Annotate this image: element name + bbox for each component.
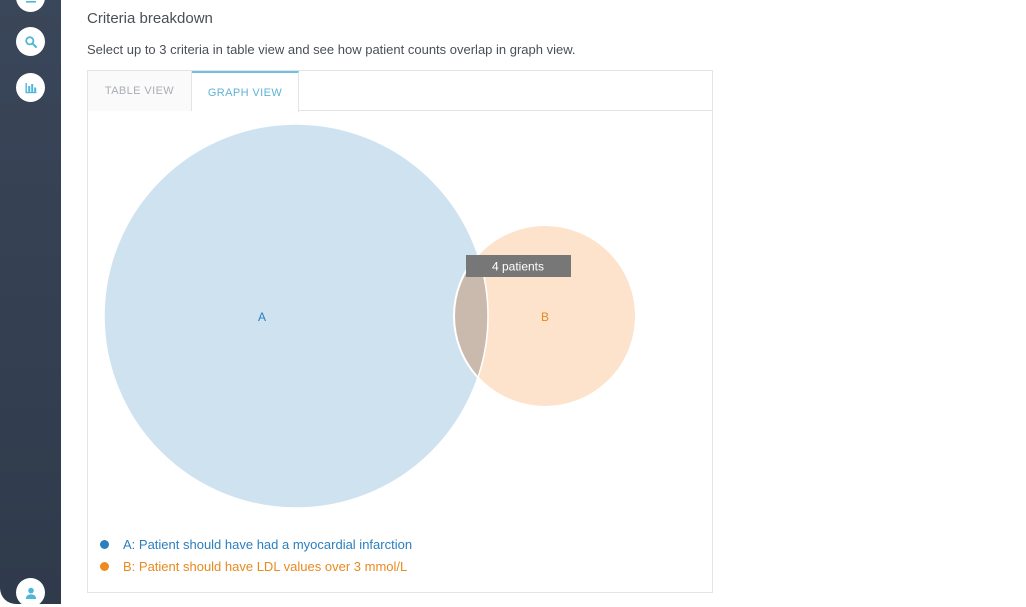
- bar-chart-icon: [25, 82, 36, 93]
- user-profile-button[interactable]: [16, 578, 45, 607]
- legend-dot-a: [100, 540, 109, 549]
- venn-set-a[interactable]: [103, 123, 489, 509]
- legend-dot-b: [100, 562, 109, 571]
- tab-table-view[interactable]: TABLE VIEW: [88, 71, 192, 111]
- legend-item-a: A: Patient should have had a myocardial …: [100, 537, 412, 552]
- legend-text-a: A: Patient should have had a myocardial …: [123, 537, 413, 552]
- tab-graph-view[interactable]: GRAPH VIEW: [192, 71, 299, 112]
- sidebar-nav: [0, 0, 61, 607]
- menu-icon: [25, 0, 36, 3]
- menu-button[interactable]: [16, 0, 45, 12]
- overlap-tooltip-text: 4 patients: [492, 260, 544, 274]
- page-title: Criteria breakdown: [87, 10, 213, 27]
- criteria-panel: TABLE VIEW GRAPH VIEW A B 4 patients A: …: [87, 70, 713, 593]
- page-subtitle: Select up to 3 criteria in table view an…: [87, 42, 576, 57]
- analytics-button[interactable]: [16, 73, 45, 102]
- legend-text-b: B: Patient should have LDL values over 3…: [123, 559, 408, 574]
- venn-diagram: A B 4 patients: [103, 123, 637, 509]
- view-tabs: TABLE VIEW GRAPH VIEW: [88, 71, 712, 112]
- search-icon: [24, 35, 37, 48]
- venn-label-a: A: [258, 310, 266, 324]
- venn-label-b: B: [541, 310, 549, 324]
- legend-item-b: B: Patient should have LDL values over 3…: [100, 559, 407, 574]
- search-button[interactable]: [16, 27, 45, 56]
- user-icon: [25, 587, 36, 599]
- overlap-tooltip: [466, 255, 571, 277]
